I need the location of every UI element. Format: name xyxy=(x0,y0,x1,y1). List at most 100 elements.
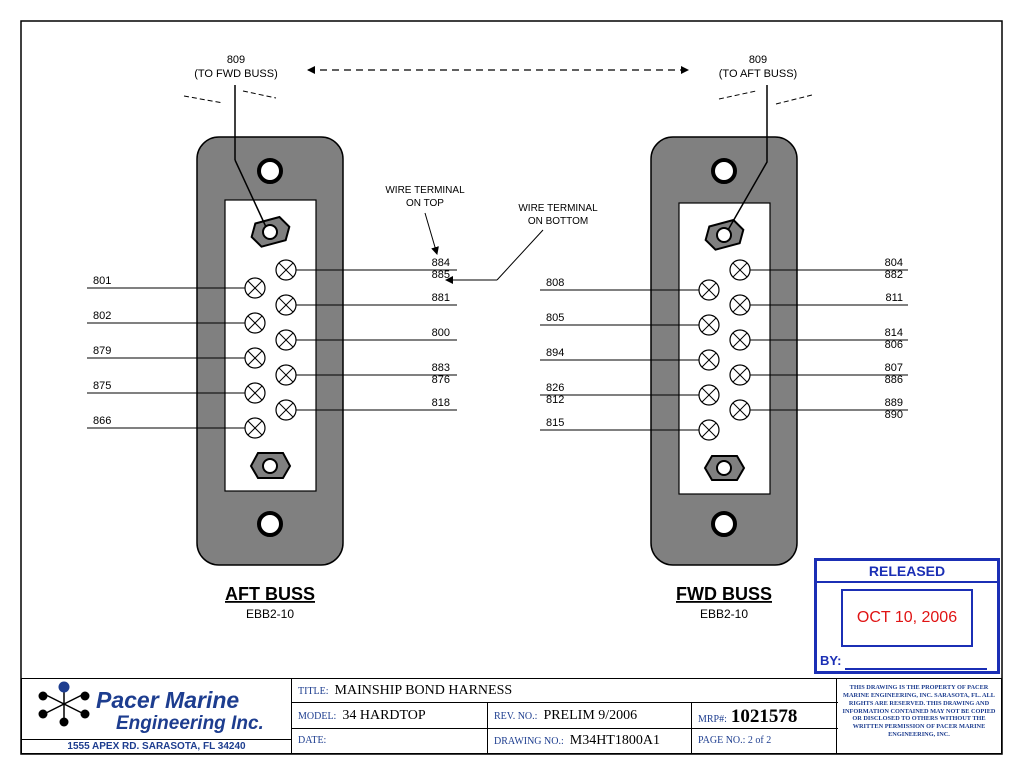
aft-terminal-left-5 xyxy=(244,417,266,439)
fwd-terminal-left-4 xyxy=(698,384,720,406)
fwd-terminal-right-4 xyxy=(729,364,751,386)
fwd-mount-hole-top xyxy=(711,158,737,184)
fwd-link-wire-label: 809 xyxy=(749,54,767,66)
fwd-terminal-right-2 xyxy=(729,294,751,316)
aft-terminal-right-4 xyxy=(275,364,297,386)
terminal-bottom-leader xyxy=(496,229,544,281)
aft-wire-label-right-1-1: 884 xyxy=(432,257,450,269)
aft-link-wire-lead xyxy=(234,159,267,228)
aft-terminal-left-2 xyxy=(244,312,266,334)
fwd-wire-label-left-5-1: 815 xyxy=(546,417,564,429)
drawing-title: MAINSHIP BOND HARNESS xyxy=(334,683,513,698)
aft-wire-label-left-5-1: 866 xyxy=(93,415,111,427)
title-label: TITLE: xyxy=(298,686,329,697)
page-number: PAGE NO.: 2 of 2 xyxy=(698,735,772,746)
aft-wire-label-right-2-1: 881 xyxy=(432,292,450,304)
aft-wire-label-right-5-1: 818 xyxy=(432,397,450,409)
fwd-terminals: 8088058948268128158048828118148068078868… xyxy=(540,257,908,441)
signature-line xyxy=(845,668,987,670)
drawing-number-label: DRAWING NO.: xyxy=(494,736,564,747)
aft-terminal-left-4 xyxy=(244,382,266,404)
aft-link-destination: (TO FWD BUSS) xyxy=(194,68,278,80)
rev-label: REV. NO.: xyxy=(494,711,538,722)
fwd-terminal-right-1 xyxy=(729,259,751,281)
fwd-wire-label-right-1-1: 804 xyxy=(885,257,903,269)
fwd-wire-label-right-2-1: 811 xyxy=(885,292,903,304)
fwd-wire-label-left-1-1: 808 xyxy=(546,277,564,289)
aft-wire-label-left-2-1: 802 xyxy=(93,310,111,322)
fwd-mount-hole-bottom xyxy=(711,511,737,537)
aft-wire-label-right-1-2: 885 xyxy=(432,269,450,281)
aft-stud-bottom xyxy=(249,452,292,479)
fwd-wire-break xyxy=(718,90,813,105)
fwd-terminal-strip xyxy=(678,202,771,495)
stamp-by-label: BY: xyxy=(820,653,842,668)
fwd-bus-name: FWD BUSS xyxy=(676,584,772,604)
fwd-wire-label-right-5-2: 890 xyxy=(885,409,903,421)
aft-terminal-right-2 xyxy=(275,294,297,316)
title-field: TITLE: MAINSHIP BOND HARNESS xyxy=(292,679,838,703)
fwd-bus xyxy=(650,85,798,566)
terminal-top-note-line2: ON TOP xyxy=(406,198,444,209)
fwd-link-wire xyxy=(727,85,768,231)
fwd-wire-label-left-2-1: 805 xyxy=(546,312,564,324)
aft-terminal-strip xyxy=(224,199,317,492)
company-address: 1555 APEX RD. SARASOTA, FL 34240 xyxy=(22,739,291,752)
fwd-terminal-left-1 xyxy=(698,279,720,301)
fwd-terminal-left-3 xyxy=(698,349,720,371)
fwd-stud-top xyxy=(704,218,745,251)
fwd-wire-label-left-4-2: 812 xyxy=(546,394,564,406)
mrp-label: MRP#: xyxy=(698,714,727,725)
date-field: DATE: xyxy=(292,729,488,753)
fwd-stud-bottom xyxy=(703,455,746,481)
aft-wire-label-right-4-1: 883 xyxy=(432,362,450,374)
aft-wire-label-left-3-1: 879 xyxy=(93,345,111,357)
aft-wire-label-right-3-1: 800 xyxy=(432,327,450,339)
title-block: Pacer Marine Engineering Inc. 1555 APEX … xyxy=(21,678,1002,754)
company-subtitle: Engineering Inc. xyxy=(116,713,264,734)
aft-terminal-right-5 xyxy=(275,399,297,421)
aft-wire-label-left-1-1: 801 xyxy=(93,275,111,287)
aft-bus-name: AFT BUSS xyxy=(225,584,315,604)
aft-terminal-right-3 xyxy=(275,329,297,351)
company-name: Pacer Marine xyxy=(96,687,240,713)
aft-link-wire-label: 809 xyxy=(227,54,245,66)
terminal-top-note-line1: WIRE TERMINAL xyxy=(385,185,465,196)
aft-terminal-left-1 xyxy=(244,277,266,299)
fwd-bus-part-number: EBB2-10 xyxy=(700,607,748,621)
fwd-terminal-left-5 xyxy=(698,419,720,441)
release-date: OCT 10, 2006 xyxy=(841,589,973,647)
model-label: MODEL: xyxy=(298,711,337,722)
aft-stud-top xyxy=(250,215,291,248)
fwd-wire-label-left-3-1: 894 xyxy=(546,347,564,359)
drawing-number-field: DRAWING NO.:M34HT1800A1 xyxy=(488,729,692,753)
aft-mount-hole-top xyxy=(257,158,283,184)
company-block: Pacer Marine Engineering Inc. 1555 APEX … xyxy=(22,679,292,753)
aft-wire-label-left-4-1: 875 xyxy=(93,380,111,392)
page-field: PAGE NO.: 2 of 2 xyxy=(692,729,838,753)
fwd-terminal-right-3 xyxy=(729,329,751,351)
rev-value: PRELIM 9/2006 xyxy=(543,708,638,723)
fwd-wire-label-left-4-1: 826 xyxy=(546,382,564,394)
aft-terminal-left-3 xyxy=(244,347,266,369)
fwd-wire-label-right-3-1: 814 xyxy=(885,327,903,339)
terminal-bottom-note-line2: ON BOTTOM xyxy=(528,216,588,227)
aft-mount-hole-bottom xyxy=(257,511,283,537)
fwd-wire-label-right-5-1: 889 xyxy=(885,397,903,409)
terminal-bottom-note-line1: WIRE TERMINAL xyxy=(518,203,598,214)
fwd-terminal-right-5 xyxy=(729,399,751,421)
stamp-title: RELEASED xyxy=(817,561,997,583)
fwd-wire-label-right-1-2: 882 xyxy=(885,269,903,281)
aft-wire-label-right-4-2: 876 xyxy=(432,374,450,386)
aft-bus-part-number: EBB2-10 xyxy=(246,607,294,621)
rev-field: REV. NO.: PRELIM 9/2006 xyxy=(488,703,692,729)
terminal-top-leader xyxy=(424,212,439,255)
aft-terminal-right-1 xyxy=(275,259,297,281)
model-value: 34 HARDTOP xyxy=(342,708,426,723)
aft-bus xyxy=(196,85,344,566)
fwd-wire-label-right-4-2: 886 xyxy=(885,374,903,386)
date-label: DATE: xyxy=(298,735,327,746)
fwd-wire-label-right-4-1: 807 xyxy=(885,362,903,374)
